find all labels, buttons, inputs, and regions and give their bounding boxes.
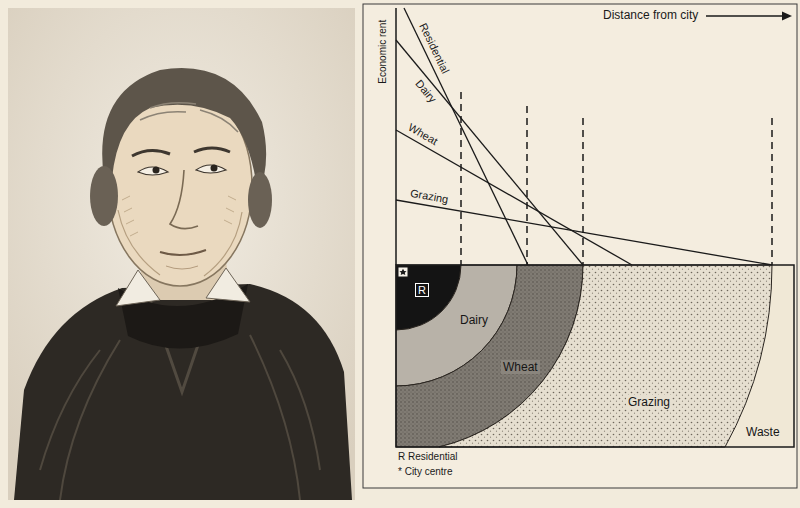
key-label: R Residential (398, 451, 457, 463)
eye (196, 165, 226, 173)
axis-title: Economic rent (377, 20, 389, 84)
arrow-head (782, 12, 792, 21)
waste-zone: Waste R DairyWheatGrazing (396, 265, 794, 447)
label-position: Grazing (410, 190, 449, 203)
eye (138, 167, 168, 175)
dashed-line (526, 106, 528, 265)
iris (211, 165, 218, 172)
iris (153, 167, 160, 174)
map-frame (396, 265, 794, 447)
rent-line (396, 200, 772, 265)
rent-line (396, 130, 632, 265)
panel (363, 4, 797, 488)
portrait (8, 8, 355, 500)
dashed-line (582, 118, 584, 265)
zone-shape (396, 265, 772, 447)
axis-title: Distance from city (603, 9, 698, 23)
rent-line (396, 40, 583, 265)
city-centre-star (400, 269, 407, 275)
hair-strands (140, 103, 238, 132)
zone-label: R (415, 283, 429, 297)
zone-ring (439, 265, 772, 447)
grazing-zone: Grazing (396, 265, 772, 447)
label-position: Economic rent (351, 46, 415, 58)
eyebrow (132, 148, 230, 156)
rent-line (404, 8, 528, 265)
label-position: Wheat (407, 128, 439, 141)
label-position: * City centre (398, 466, 452, 478)
distance-arrow (706, 15, 784, 17)
mouth (160, 250, 206, 255)
dashed-line (460, 92, 462, 265)
coat (14, 284, 352, 500)
rent-axis (395, 8, 397, 265)
key-label: * City centre (398, 466, 452, 478)
chin (166, 266, 198, 269)
zone-label: Waste (746, 425, 780, 439)
face-shading (118, 210, 242, 276)
hair-curl (248, 172, 272, 228)
coat-folds (40, 335, 320, 500)
zone-boundaries (461, 92, 772, 265)
portrait-ground (8, 8, 355, 500)
zone-label: Dairy (458, 313, 490, 327)
nose (170, 170, 198, 229)
rent-lines (396, 8, 772, 265)
zone-label: Wheat (501, 360, 540, 374)
label-position: Residential (407, 42, 461, 55)
zone-label: Grazing (626, 395, 672, 409)
hair-curl (90, 166, 118, 226)
label-position: Dairy (413, 85, 439, 98)
waste-ground (396, 265, 794, 447)
city-centre-marker (398, 267, 408, 277)
label-position: Distance from city (603, 9, 698, 23)
dashed-line (771, 118, 773, 265)
label-position: R Residential (398, 451, 457, 463)
